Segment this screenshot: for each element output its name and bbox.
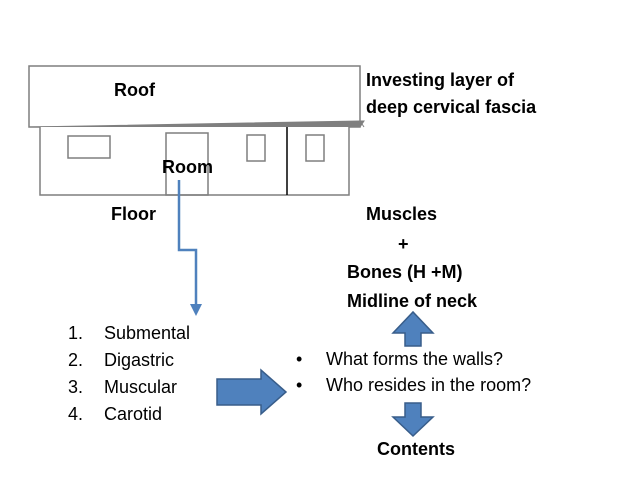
list-item-label: Submental [104,323,191,343]
question-text: Who resides in the room? [326,375,532,395]
contents-label: Contents [377,439,455,459]
window-left [67,135,111,159]
question-item: • Who resides in the room? [296,372,531,398]
list-item-label: Carotid [104,404,163,424]
list-item: 4. Carotid [68,401,190,428]
floor-label: Floor [111,204,156,224]
list-item-label: Digastric [104,350,175,370]
room-label: Room [162,157,213,177]
floor-annotation-line1: Muscles [366,204,438,224]
questions-list: • What forms the walls? • Who resides in t… [296,346,531,398]
floor-annotation-line4: Midline of neck [347,291,478,311]
question-item: • What forms the walls? [296,346,531,372]
walls-up-arrow [391,310,435,347]
door-room [165,132,209,196]
room-to-list-arrow [177,180,198,306]
list-item-label: Muscular [104,377,178,397]
question-text: What forms the walls? [326,349,504,369]
list-item: 2. Digastric [68,347,190,374]
list-to-questions-arrow [216,368,288,416]
list-item-number: 2. [68,350,84,370]
roof-shadow-line [359,120,365,128]
list-item: 3. Muscular [68,374,190,401]
roof-annotation-line1: Investing layer of [366,70,515,90]
rooms-list: 1. Submental 2. Digastric 3. Muscular 4. Car… [68,320,190,428]
window-small-2 [305,134,325,162]
roof-annotation-line2: deep cervical fascia [366,97,537,117]
floor-annotation-line3: Bones (H +M) [347,262,463,282]
room-to-list-arrowhead [190,304,202,316]
bullet-icon: • [296,349,303,369]
contents-down-arrow [391,402,435,438]
list-item: 1. Submental [68,320,190,347]
roof-shape [28,65,361,128]
list-item-number: 4. [68,404,84,424]
window-small-1 [246,134,266,162]
list-item-number: 3. [68,377,84,397]
list-item-number: 1. [68,323,84,343]
roof-label: Roof [114,80,155,100]
bullet-icon: • [296,375,303,395]
floor-annotation-line2: + [398,234,409,254]
